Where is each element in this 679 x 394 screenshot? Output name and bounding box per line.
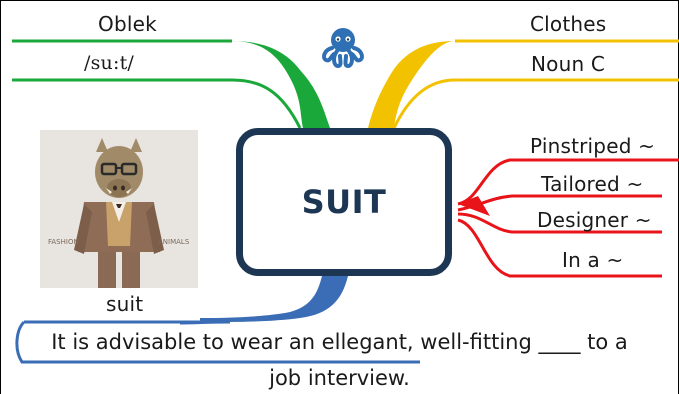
octopus-logo-icon	[322, 28, 364, 69]
svg-text:ANIMALS: ANIMALS	[158, 238, 190, 246]
example-branch-lines	[15, 276, 420, 364]
translation-label: Oblek	[98, 12, 157, 36]
collocation-branch-lines	[457, 158, 679, 278]
boar-in-suit-illustration: FASHION ANIMALS	[40, 130, 198, 288]
svg-text:FASHION: FASHION	[48, 238, 79, 246]
category-label: Clothes	[530, 12, 607, 36]
collocation-item: Designer ~	[537, 208, 652, 232]
left-branch-lines	[12, 39, 330, 129]
collocation-item: Pinstriped ~	[530, 134, 656, 158]
picture-caption: suit	[106, 292, 144, 316]
word-class-label: Noun C	[531, 52, 606, 76]
center-word-box: SUIT	[236, 128, 452, 276]
collocation-item: Tailored ~	[541, 172, 644, 196]
collocation-item: In a ~	[562, 248, 624, 272]
center-word: SUIT	[301, 183, 387, 221]
pronunciation-label: /su:t/	[84, 52, 135, 74]
example-sentence-line1: It is advisable to wear an ellegant, wel…	[51, 330, 628, 354]
example-sentence-line2: job interview.	[269, 366, 410, 390]
right-branch-lines	[368, 39, 679, 129]
